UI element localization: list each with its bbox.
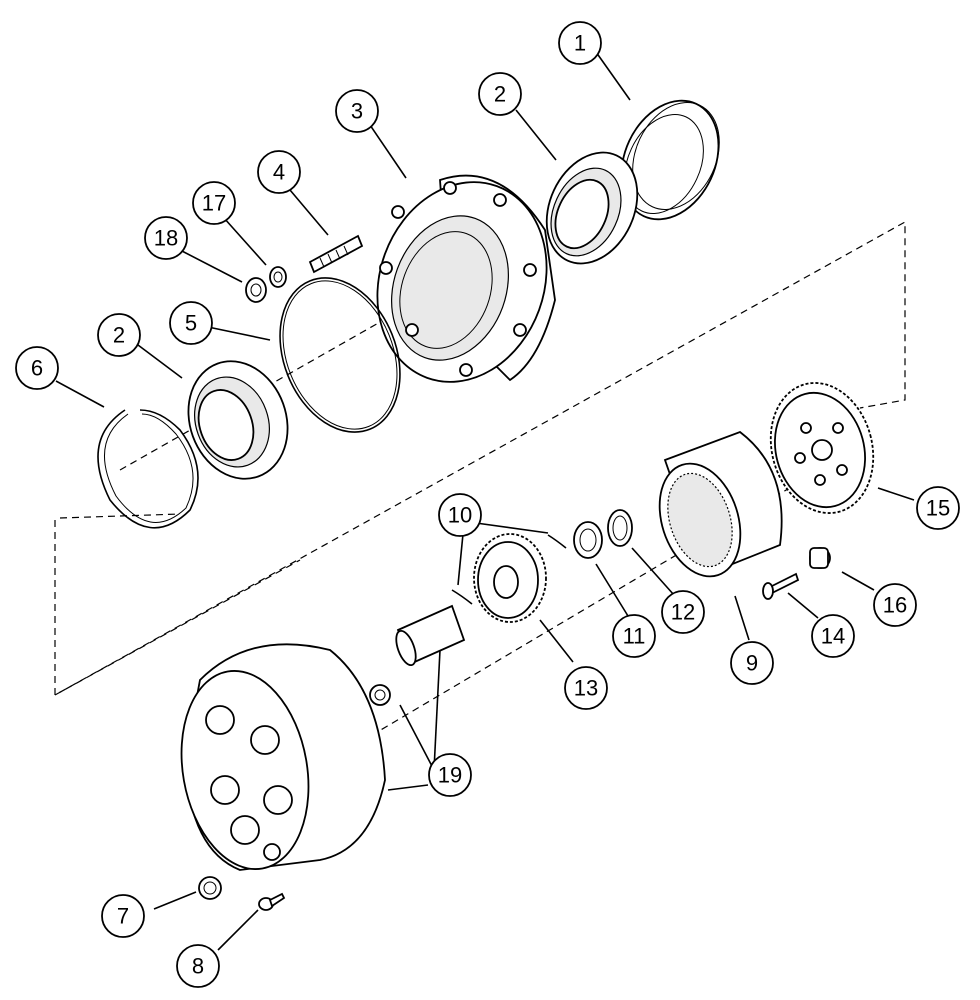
callout-11-label: 11 [623, 624, 646, 649]
ring-gear [658, 430, 783, 578]
callout-14: 14 [811, 614, 855, 658]
thrust-washer [573, 521, 603, 559]
callout-3-label: 3 [351, 99, 363, 124]
needle-rollers [451, 534, 567, 605]
callout-17: 17 [192, 181, 236, 225]
callout-5-label: 5 [185, 311, 197, 336]
callout-13: 13 [564, 666, 608, 710]
callout-8-label: 8 [192, 954, 204, 979]
planet-carrier [769, 382, 875, 514]
bearing-upper [545, 151, 639, 265]
callout-14-label: 14 [821, 624, 845, 649]
callout-12: 12 [661, 590, 705, 634]
bearing-lower [187, 360, 289, 480]
callout-5: 5 [169, 301, 213, 345]
callout-15: 15 [916, 486, 960, 530]
callout-4: 4 [257, 150, 301, 194]
callout-19-label: 19 [438, 763, 462, 788]
callout-16-label: 16 [883, 593, 907, 618]
callout-19: 19 [428, 753, 472, 797]
drain-plug [198, 876, 222, 900]
callout-10-label: 10 [448, 503, 472, 528]
callout-7: 7 [101, 894, 145, 938]
callout-1-label: 1 [574, 31, 586, 56]
retaining-ring [607, 509, 633, 547]
plug [369, 684, 391, 706]
hub-housing [376, 174, 556, 383]
bushing [809, 547, 831, 569]
cover-housing [180, 643, 386, 871]
callout-17-label: 17 [202, 191, 226, 216]
callout-9-label: 9 [746, 651, 758, 676]
callout-7-label: 7 [117, 904, 129, 929]
callout-18-label: 18 [154, 226, 178, 251]
callout-10: 10 [438, 493, 482, 537]
bolt [762, 572, 800, 600]
callout-8: 8 [176, 944, 220, 988]
o-ring [279, 277, 401, 433]
callout-13-label: 13 [574, 676, 598, 701]
callout-9: 9 [730, 641, 774, 685]
screw [258, 892, 286, 911]
callout-3: 3 [335, 89, 379, 133]
wheel-stud [308, 234, 364, 274]
callout-2-lower: 2 [97, 313, 141, 357]
callout-15-label: 15 [926, 496, 950, 521]
callout-6: 6 [15, 346, 59, 390]
callout-6-label: 6 [31, 356, 43, 381]
callout-16: 16 [873, 583, 917, 627]
callout-2-lower-label: 2 [113, 323, 125, 348]
callout-11: 11 [612, 614, 656, 658]
planet-shaft [395, 604, 466, 667]
callout-4-label: 4 [273, 160, 285, 185]
washer-and-nut [245, 266, 287, 303]
sun-gear [473, 533, 547, 623]
callout-12-label: 12 [671, 600, 695, 625]
callout-18: 18 [144, 216, 188, 260]
leader-lines [55, 51, 915, 951]
snap-ring [97, 409, 199, 529]
callout-2-upper-label: 2 [494, 82, 506, 107]
assembly-outline [54, 220, 906, 697]
race-ring [620, 99, 720, 221]
callout-1: 1 [558, 21, 602, 65]
callout-2-upper: 2 [478, 72, 522, 116]
